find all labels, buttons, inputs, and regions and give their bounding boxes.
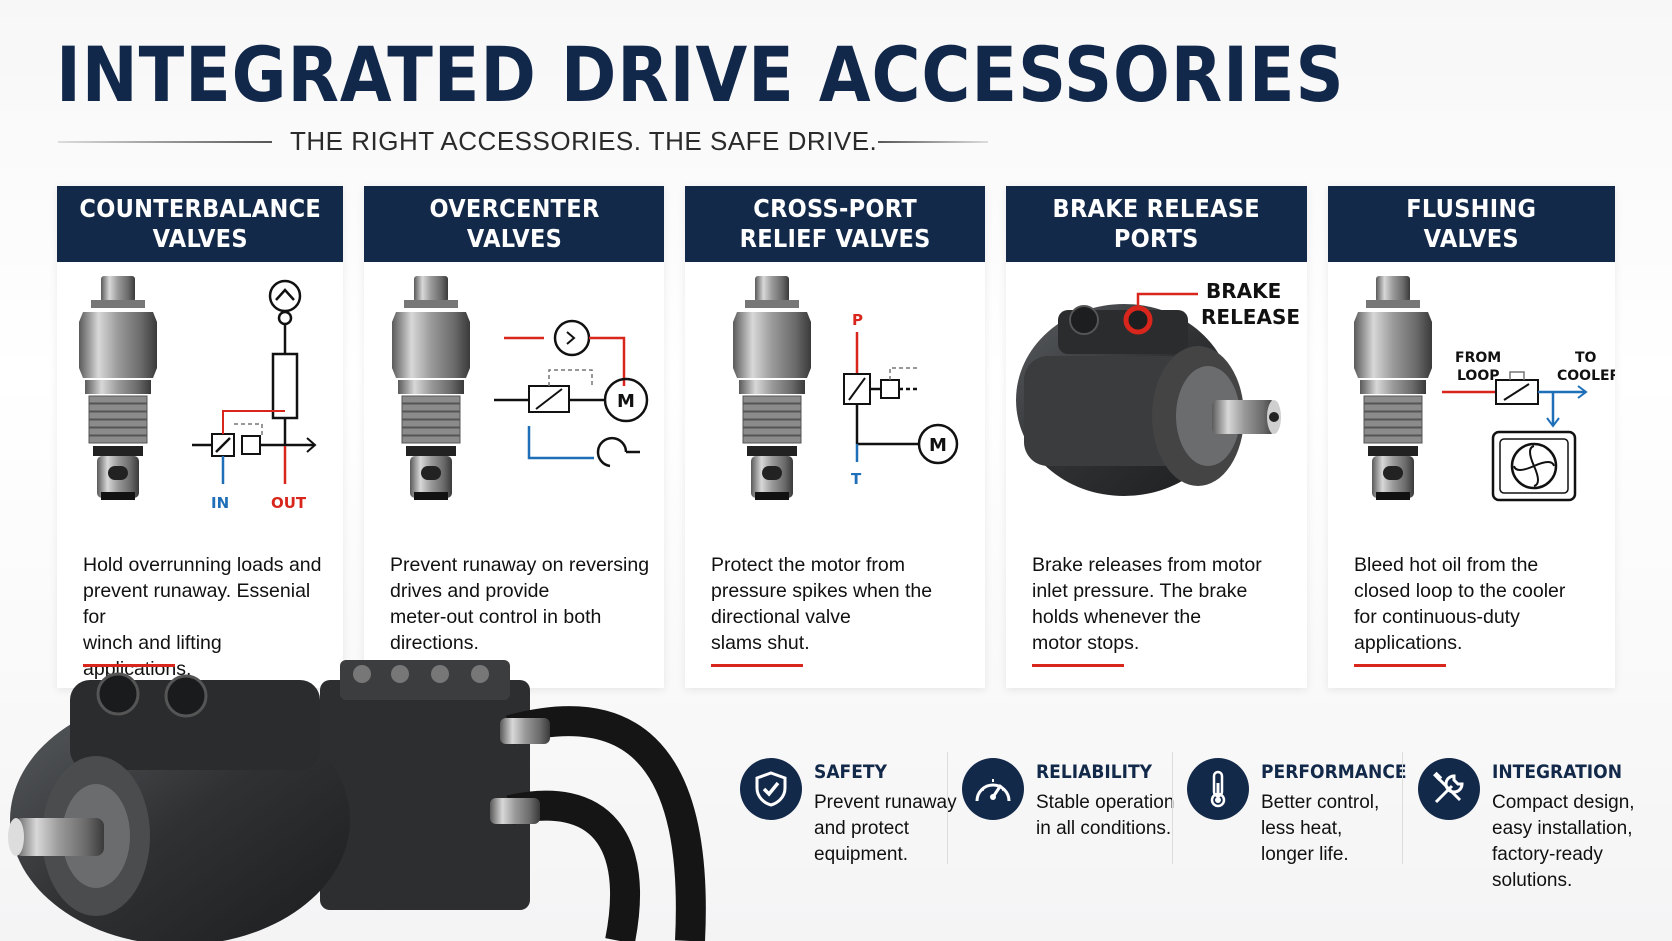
card-overcenter-valves: OVERCENTER VALVES M Prevent runaway on r… [364,186,664,688]
shield-check-icon [740,758,802,820]
motor-symbol-label: M [929,435,947,456]
from-loop-label-1: FROM [1455,350,1501,366]
card-title: FLUSHING VALVES [1406,194,1537,253]
card-header: OVERCENTER VALVES [364,186,664,262]
card-description: Prevent runaway on reversing drives and … [390,554,650,654]
brake-callout-line [1136,292,1198,310]
card-cross-port-relief-valves: CROSS-PORT RELIEF VALVES P T M Protect t… [685,186,985,688]
counterbalance-illustration: IN OUT [78,276,317,512]
feature-description: Better control, less heat, longer life. [1261,792,1380,865]
card-title: COUNTERBALANCE VALVES [79,194,321,253]
card-header: FLUSHING VALVES [1328,186,1615,262]
feature-title: INTEGRATION [1492,761,1623,783]
card-title: CROSS-PORT RELIEF VALVES [739,194,931,253]
to-cooler-label-1: TO [1575,350,1597,366]
feature-description: Prevent runaway and protect equipment. [814,792,957,865]
flushing-schematic [1442,371,1588,502]
subtitle-divider-left [58,141,272,143]
wrench-screwdriver-icon [1418,758,1480,820]
release-callout-label: RELEASE [1201,305,1300,329]
cartridge-valve-image [391,276,471,501]
card-accent-line [1354,664,1446,667]
feature-title: SAFETY [814,761,887,783]
cross-port-relief-schematic [843,332,959,465]
pressure-port-label: P [852,311,863,329]
thermometer-icon [1187,758,1249,820]
page-title: INTEGRATED DRIVE ACCESSORIES [56,30,1345,119]
feature-title: RELIABILITY [1036,761,1153,783]
feature-divider [1402,752,1403,864]
tank-port-label: T [851,470,862,488]
card-brake-release-ports: BRAKE RELEASE PORTS BRAKE RELEASE Brake … [1006,186,1307,688]
feature-description: Compact design, easy installation, facto… [1492,792,1635,891]
overcenter-illustration: M [391,276,649,501]
in-port-label: IN [211,494,229,512]
card-description: Bleed hot oil from the closed loop to th… [1354,554,1566,654]
brake-release-illustration: BRAKE RELEASE [1016,279,1300,496]
card-flushing-valves: FLUSHING VALVES FROM LOOP TO COOLER Blee… [1328,186,1615,688]
feature-performance: PERFORMANCE Better control, less heat, l… [1187,752,1407,892]
subtitle-divider-right [878,141,988,143]
overcenter-schematic [494,319,649,468]
counterbalance-schematic [192,279,317,484]
feature-description: Stable operation in all conditions. [1036,792,1175,839]
brake-callout-label: BRAKE [1206,279,1281,303]
card-header: CROSS-PORT RELIEF VALVES [685,186,985,262]
card-description: Protect the motor from pressure spikes w… [711,554,933,654]
card-counterbalance-valves: COUNTERBALANCE VALVES IN OUT Hold over [57,186,343,688]
feature-safety: SAFETY Prevent runaway and protect equip… [740,752,957,892]
card-header: BRAKE RELEASE PORTS [1006,186,1307,262]
page-subtitle: THE RIGHT ACCESSORIES. THE SAFE DRIVE. [290,126,878,156]
hydraulic-motor-image [1016,304,1281,496]
feature-integration: INTEGRATION Compact design, easy install… [1418,752,1668,892]
card-title: BRAKE RELEASE PORTS [1052,194,1261,253]
drive-assembly-image [8,660,706,941]
cartridge-valve-image [78,276,158,501]
card-accent-line [1032,664,1124,667]
out-port-label: OUT [271,494,307,512]
cartridge-valve-image [732,276,812,501]
to-cooler-label-2: COOLER [1557,368,1615,384]
from-loop-label-2: LOOP [1457,368,1500,384]
card-accent-line [83,664,175,667]
card-title: OVERCENTER VALVES [428,194,600,253]
motor-symbol-label: M [617,391,635,412]
feature-divider [1172,752,1173,864]
card-description: Brake releases from motor inlet pressure… [1032,554,1262,654]
gauge-icon [962,758,1024,820]
card-description: Hold overrunning loads and prevent runaw… [83,554,322,680]
feature-divider [947,752,948,864]
flushing-illustration: FROM LOOP TO COOLER [1353,276,1615,502]
card-accent-line [711,664,803,667]
card-header: COUNTERBALANCE VALVES [57,186,343,262]
feature-reliability: RELIABILITY Stable operation in all cond… [962,752,1174,892]
cross-port-relief-illustration: P T M [732,276,959,501]
feature-title: PERFORMANCE [1261,761,1407,783]
subtitle-row: THE RIGHT ACCESSORIES. THE SAFE DRIVE. [58,122,998,162]
cartridge-valve-image [1353,276,1433,501]
